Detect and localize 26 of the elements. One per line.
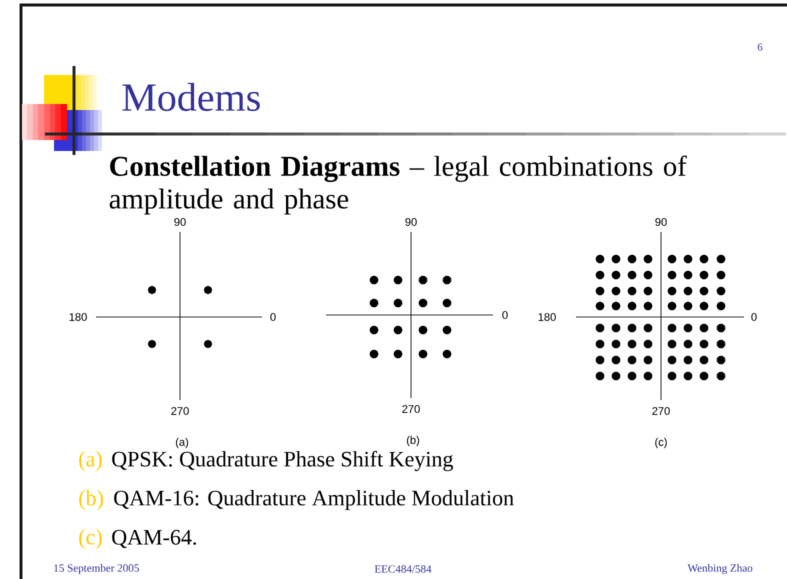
axis-label: 0: [751, 313, 757, 321]
list-marker: (a): [79, 451, 102, 471]
list-item: QPSK: Quadrature Phase Shift Keying: [112, 450, 454, 472]
axis-label: 90: [655, 218, 667, 226]
axis-label: 270: [652, 407, 670, 415]
slide-title: Modems: [122, 82, 260, 112]
footer-text: 15 September 2005: [54, 564, 139, 574]
footer-text: Wenbing Zhao: [688, 564, 752, 574]
axis-label: 0: [270, 313, 276, 321]
axis-label: 270: [402, 405, 420, 413]
panel-label: (b): [406, 436, 420, 446]
list-item: QAM-64.: [112, 530, 196, 548]
panel-label: (a): [176, 438, 188, 448]
axis-label: 0: [502, 311, 508, 319]
heading-text: Constellation Diagrams – legal combinations of amplitude and phase: [110, 156, 687, 214]
list-item: QAM-16: Quadrature Amplitude Modulation: [114, 490, 514, 510]
axis-label: 270: [171, 407, 189, 415]
list-marker: (b): [79, 490, 103, 510]
axis-label: 180: [538, 313, 556, 321]
panel-label: (c): [655, 438, 667, 448]
page-number: 6: [758, 43, 762, 51]
axis-label: 180: [70, 313, 87, 321]
axis-label: 90: [174, 218, 186, 226]
axis-label: 90: [405, 218, 417, 226]
list-marker: (c): [79, 529, 102, 549]
footer-text: EEC484/584: [374, 565, 432, 573]
